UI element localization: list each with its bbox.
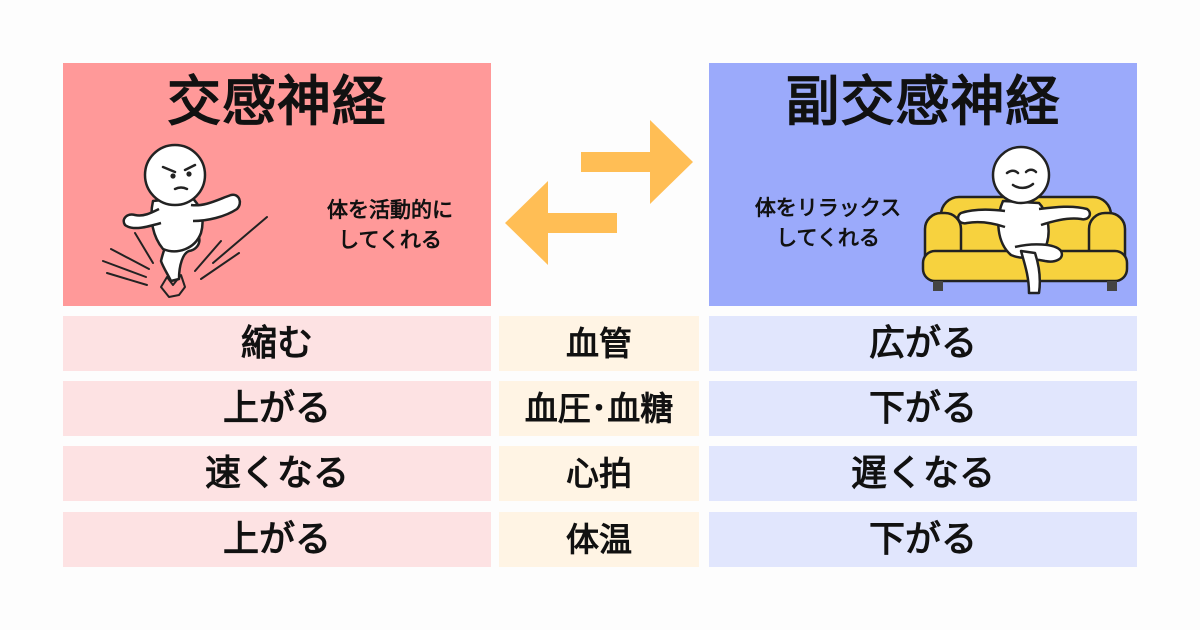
parasympathetic-effect-cell: 下がる xyxy=(709,512,1137,567)
parasympathetic-panel: 副交感神経 体をリラックス してくれる xyxy=(709,63,1137,306)
sympathetic-desc-line-1: 体を活動的に xyxy=(327,198,453,222)
sympathetic-panel: 交感神経 体を活動的に xyxy=(63,63,491,306)
sympathetic-effect-cell: 速くなる xyxy=(63,446,491,501)
parasympathetic-effect: 下がる xyxy=(868,387,977,429)
swap-arrows-icon xyxy=(505,120,693,265)
sympathetic-effect: 縮む xyxy=(240,322,313,364)
sympathetic-title: 交感神経 xyxy=(167,70,387,133)
parasympathetic-title: 副交感神経 xyxy=(785,70,1061,133)
item-label: 心拍 xyxy=(566,454,632,493)
parasympathetic-effect-cell: 遅くなる xyxy=(709,446,1137,501)
sympathetic-effect-cell: 上がる xyxy=(63,381,491,436)
item-cell: 体温 xyxy=(499,512,699,567)
parasympathetic-description: 体をリラックス してくれる xyxy=(723,193,933,254)
item-label: 血管 xyxy=(566,324,632,363)
sympathetic-description: 体を活動的に してくれる xyxy=(295,195,485,256)
parasympathetic-effect: 下がる xyxy=(868,518,977,560)
parasympathetic-effect-cell: 下がる xyxy=(709,381,1137,436)
relaxing-person-on-sofa-icon xyxy=(921,145,1129,295)
sympathetic-effect-cell: 縮む xyxy=(63,316,491,371)
sympathetic-effect: 上がる xyxy=(222,387,331,429)
item-label: 血圧･血糖 xyxy=(524,389,674,428)
item-cell: 血管 xyxy=(499,316,699,371)
parasympathetic-effect: 遅くなる xyxy=(850,452,995,494)
parasympathetic-effect-cell: 広がる xyxy=(709,316,1137,371)
sympathetic-desc-line-2: してくれる xyxy=(338,228,442,253)
item-cell: 心拍 xyxy=(499,446,699,501)
parasympathetic-desc-line-2: してくれる xyxy=(776,226,880,251)
sympathetic-effect: 速くなる xyxy=(204,452,349,494)
item-cell: 血圧･血糖 xyxy=(499,381,699,436)
sympathetic-effect-cell: 上がる xyxy=(63,512,491,567)
parasympathetic-desc-line-1: 体をリラックス xyxy=(754,196,902,220)
item-label: 体温 xyxy=(566,520,632,559)
sympathetic-effect: 上がる xyxy=(222,518,331,560)
parasympathetic-effect: 広がる xyxy=(868,322,977,364)
running-person-icon xyxy=(102,143,268,298)
